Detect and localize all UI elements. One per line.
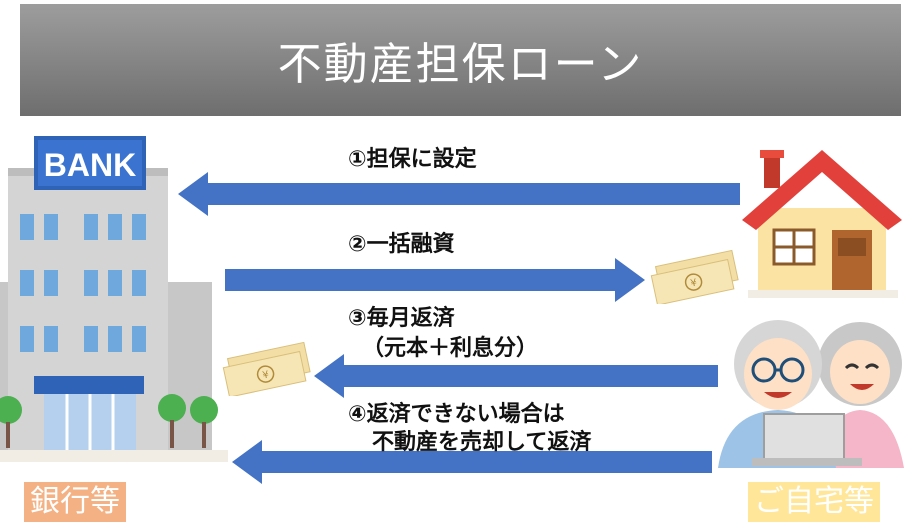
- yen-bills-icon: ¥: [650, 249, 739, 304]
- step-3-label: ③毎月返済: [348, 306, 455, 331]
- arrow-3-left: [314, 354, 718, 398]
- bank-building-icon: BANK: [0, 136, 228, 462]
- arrow-1-left: [178, 172, 740, 216]
- home-label: ご自宅等: [748, 482, 880, 522]
- arrow-4-left: [232, 440, 712, 484]
- svg-text:¥: ¥: [690, 278, 699, 290]
- page-title: 不動産担保ローン: [277, 39, 644, 90]
- title-banner: 不動産担保ローン: [20, 4, 901, 116]
- arrow-2-right: [225, 258, 645, 302]
- step-1-label: ①担保に設定: [348, 147, 477, 172]
- elderly-couple-icon: [718, 320, 904, 468]
- step-2-label: ②一括融資: [348, 232, 455, 257]
- step-4-label: ④返済できない場合は: [348, 402, 565, 427]
- lender-label: 銀行等: [24, 482, 126, 522]
- step-4-sublabel: 不動産を売却して返済: [372, 430, 592, 455]
- svg-text:¥: ¥: [262, 370, 271, 382]
- house-icon: [742, 150, 902, 298]
- step-3-sublabel: （元本＋利息分）: [362, 336, 539, 361]
- bank-sign: BANK: [44, 147, 136, 183]
- yen-bills-icon: ¥: [222, 341, 311, 396]
